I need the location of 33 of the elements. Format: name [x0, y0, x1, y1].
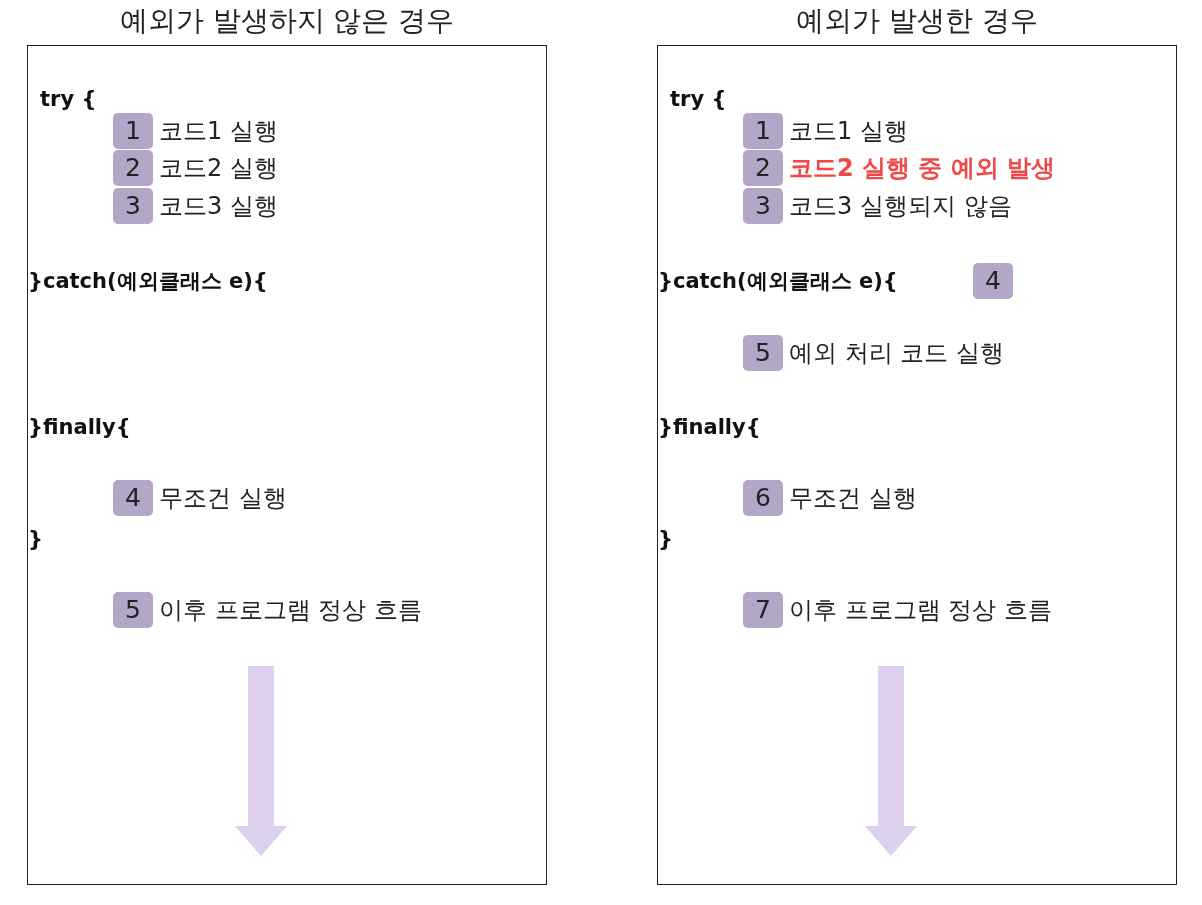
- step-description: 코드3 실행: [159, 191, 278, 222]
- step-number: 4: [973, 263, 1013, 299]
- code-line: }: [658, 527, 673, 551]
- step-number: 5: [743, 335, 783, 371]
- step-description: 이후 프로그램 정상 흐름: [159, 595, 422, 626]
- code-line: try {: [670, 87, 727, 111]
- step-number: 7: [743, 592, 783, 628]
- step-description: 코드1 실행: [789, 116, 908, 147]
- step-description: 무조건 실행: [159, 483, 287, 514]
- step-description: 코드2 실행 중 예외 발생: [789, 153, 1056, 184]
- code-line: }catch(예외클래스 e){: [28, 268, 268, 295]
- step-description: 코드2 실행: [159, 153, 278, 184]
- code-line: }finally{: [658, 415, 761, 439]
- step-number: 4: [113, 480, 153, 516]
- step-description: 코드3 실행되지 않음: [789, 191, 1012, 222]
- step-description: 무조건 실행: [789, 483, 917, 514]
- step-description: 이후 프로그램 정상 흐름: [789, 595, 1052, 626]
- step-number: 5: [113, 592, 153, 628]
- code-line: try {: [40, 87, 97, 111]
- step-number: 1: [743, 113, 783, 149]
- step-number: 6: [743, 480, 783, 516]
- code-line: }catch(예외클래스 e){: [658, 268, 898, 295]
- step-number: 2: [113, 150, 153, 186]
- step-number: 2: [743, 150, 783, 186]
- step-number: 3: [113, 188, 153, 224]
- code-line: }finally{: [28, 415, 131, 439]
- step-number: 3: [743, 188, 783, 224]
- panel-title: 예외가 발생하지 않은 경우: [118, 3, 456, 39]
- panel-title: 예외가 발생한 경우: [795, 3, 1039, 39]
- step-description: 코드1 실행: [159, 116, 278, 147]
- step-description: 예외 처리 코드 실행: [789, 338, 1004, 369]
- code-line: }: [28, 527, 43, 551]
- step-number: 1: [113, 113, 153, 149]
